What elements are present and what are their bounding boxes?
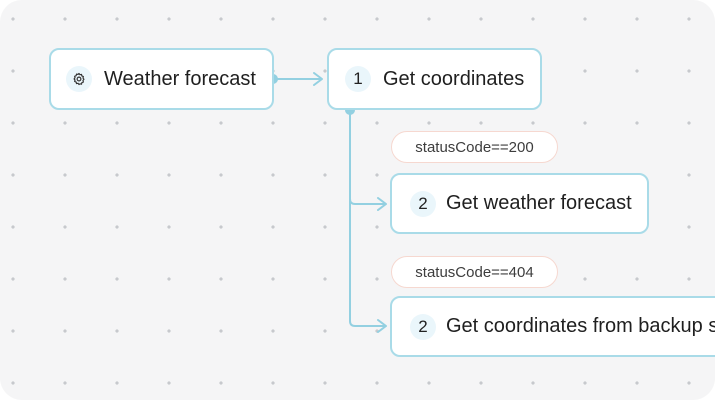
step-label: Get coordinates from backup s: [446, 315, 715, 337]
connector-step1-to-step2b: [349, 199, 386, 327]
connector-step1-to-step2a: [349, 110, 386, 205]
condition-label-status-200[interactable]: statusCode==200: [391, 131, 558, 163]
arrowhead-step2b: [377, 319, 387, 333]
step-label: Get weather forecast: [446, 192, 632, 214]
step-node-get-coordinates[interactable]: 1 Get coordinates: [327, 48, 542, 110]
step-number-badge: 1: [345, 66, 371, 92]
step-node-get-weather-forecast[interactable]: 2 Get weather forecast: [390, 173, 649, 234]
arrowhead-step2a: [377, 197, 387, 211]
condition-label-status-404[interactable]: statusCode==404: [391, 256, 558, 288]
condition-text: statusCode==200: [415, 138, 534, 156]
step-number-badge: 2: [410, 190, 436, 217]
trigger-label: Weather forecast: [104, 67, 256, 90]
arrowhead-step1: [313, 72, 323, 86]
step-label: Get coordinates: [383, 67, 525, 90]
gear-icon: [66, 66, 92, 92]
condition-text: statusCode==404: [415, 263, 534, 281]
step-number-badge: 2: [410, 313, 436, 340]
step-node-get-coordinates-backup[interactable]: 2 Get coordinates from backup s: [390, 296, 715, 357]
trigger-node-weather-forecast[interactable]: Weather forecast: [49, 48, 274, 110]
